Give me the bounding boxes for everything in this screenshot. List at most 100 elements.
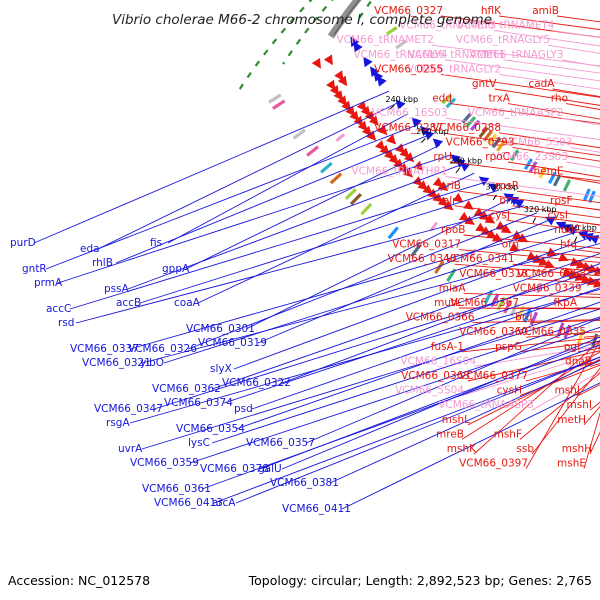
cog-category-block xyxy=(496,296,506,311)
forward-gene-arrow xyxy=(512,230,523,240)
scale-tick-label: 340 kbp xyxy=(564,224,597,233)
reverse-gene-label: VCM66_0322 xyxy=(222,377,291,389)
reverse-gene-label: VCM66_0321 xyxy=(82,357,151,369)
forward-label-connector xyxy=(507,161,600,178)
reverse-gene-label: eda xyxy=(80,243,100,255)
scale-tick-label: 260 kbp xyxy=(416,127,449,136)
reverse-gene-arrow xyxy=(488,183,499,193)
cog-category-block xyxy=(349,192,363,206)
cog-category-block xyxy=(491,136,502,149)
reverse-label-connector xyxy=(75,205,525,324)
cog-category-block xyxy=(434,260,445,274)
forward-gene-label: VCM66_0335 xyxy=(517,326,586,338)
forward-label-connector xyxy=(512,263,600,272)
reverse-gene-label: VCM66_0301 xyxy=(186,323,255,335)
reverse-gene-label: arcA xyxy=(212,497,236,509)
forward-gene-arrow xyxy=(357,120,368,132)
forward-label-connector xyxy=(512,205,600,219)
forward-gene-arrow xyxy=(375,140,386,151)
forward-gene-label: VCM66_0363 xyxy=(401,370,470,382)
forward-label-connector xyxy=(467,358,600,426)
reverse-label-connector xyxy=(281,263,600,384)
forward-gene-arrow xyxy=(345,105,355,117)
forward-label-connector xyxy=(458,307,600,310)
scale-tick-mark xyxy=(492,194,497,201)
reverse-gene-label: rsgA xyxy=(106,417,130,429)
forward-gene-label: metH xyxy=(557,414,586,426)
forward-gene-label: edd xyxy=(432,93,452,105)
forward-label-connector xyxy=(458,190,600,211)
forward-label-connector xyxy=(531,367,600,455)
forward-label-connector xyxy=(445,59,600,82)
forward-gene-label: VCM66_tRNAMET2 xyxy=(337,34,434,46)
reverse-gene-label: VCM66_0326 xyxy=(128,343,197,355)
reverse-gene-arrow xyxy=(363,56,373,68)
forward-gene-label: ssb xyxy=(516,443,534,455)
reverse-gene-label: purD xyxy=(10,237,36,249)
forward-gene-label: pgi xyxy=(564,341,580,353)
reverse-gene-label: VCM66_0354 xyxy=(176,423,245,435)
forward-label-connector xyxy=(463,292,600,298)
forward-label-connector xyxy=(507,219,600,234)
forward-gene-label: VCM66_5S04 xyxy=(395,385,464,397)
forward-gene-arrow xyxy=(491,232,503,242)
forward-gene-label: orn xyxy=(502,239,519,251)
cog-category-block xyxy=(410,244,422,258)
forward-label-connector xyxy=(472,319,600,324)
forward-label-connector xyxy=(431,44,600,67)
reverse-label-connector xyxy=(187,212,538,350)
reverse-label-connector xyxy=(235,301,600,430)
cog-category-block xyxy=(272,99,286,110)
rna-feature-block xyxy=(335,133,346,142)
reverse-gene-arrow xyxy=(555,221,567,231)
reverse-label-connector xyxy=(213,356,600,504)
forward-gene-arrow xyxy=(360,105,371,117)
cog-category-block xyxy=(528,161,538,173)
cog-category-block xyxy=(509,149,520,162)
forward-gene-arrow xyxy=(311,58,321,69)
forward-gene-label: VCM66_0366 xyxy=(406,312,475,324)
forward-gene-label: mreB xyxy=(436,428,464,440)
forward-gene-arrow xyxy=(329,85,340,96)
forward-gene-arrow xyxy=(500,224,512,234)
reverse-gene-label: rsd xyxy=(58,317,74,329)
map-title: Vibrio cholerae M66-2 chromosome I, comp… xyxy=(112,12,492,28)
reverse-label-connector xyxy=(251,287,600,410)
forward-gene-arrow xyxy=(473,207,485,217)
forward-gene-arrow xyxy=(356,100,367,112)
reverse-gene-arrow xyxy=(350,36,360,48)
forward-label-connector xyxy=(473,340,600,455)
scale-tick-label: 240 kbp xyxy=(385,95,418,104)
cog-category-block xyxy=(329,172,343,185)
forward-label-connector xyxy=(445,176,600,197)
forward-gene-label: VCM66_16S04 xyxy=(400,355,476,367)
scale-tick-mark xyxy=(455,167,460,174)
forward-label-connector xyxy=(519,372,600,440)
reverse-label-connector xyxy=(281,336,600,470)
rna-feature-block xyxy=(429,221,438,232)
reverse-gene-label: slyX xyxy=(210,363,232,375)
forward-gene-label: mshE xyxy=(557,458,586,470)
forward-label-connector xyxy=(516,190,600,204)
reverse-gene-label: gppA xyxy=(162,263,190,275)
cog-category-block xyxy=(562,179,572,192)
scale-tick-label: 300 kbp xyxy=(486,182,519,191)
forward-gene-label: VCM66_0360 xyxy=(459,326,528,338)
reverse-label-connector xyxy=(257,219,551,344)
forward-gene-label: VCM66_tRNAMET3 xyxy=(399,20,496,32)
genome-summary: Topology: circular; Length: 2,892,523 bp… xyxy=(248,573,592,588)
forward-gene-arrow xyxy=(475,222,486,232)
forward-gene-label: cysI xyxy=(547,209,568,221)
forward-gene-label: VCM66_0293 xyxy=(446,136,515,148)
reverse-label-connector xyxy=(167,113,409,244)
forward-gene-arrow xyxy=(326,79,336,91)
forward-gene-arrow xyxy=(458,211,470,222)
forward-label-connector xyxy=(516,249,600,258)
forward-gene-label: cadA xyxy=(528,78,555,90)
reverse-gene-label: coaA xyxy=(174,297,201,309)
forward-label-connector xyxy=(583,411,600,469)
reverse-gene-label: VCM66_0413 xyxy=(154,497,223,509)
reverse-label-connector xyxy=(57,154,452,284)
